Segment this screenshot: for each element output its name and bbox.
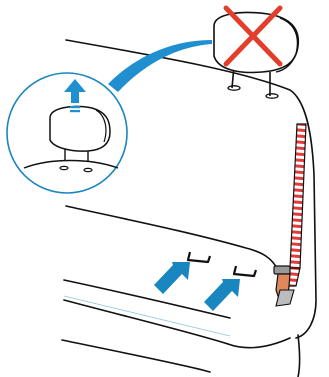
seat-base-bottom (61, 339, 211, 373)
latch-anchors (186, 251, 258, 278)
latch-anchor-right (232, 265, 258, 278)
seat-cushion-front-right (227, 337, 291, 349)
seat-back-right-side (297, 334, 301, 377)
belt-strap-body (289, 123, 307, 269)
latch-push-arrow-left (154, 262, 190, 294)
callout-socket-right (83, 167, 93, 173)
headrest-lift-up-arrow-icon (64, 79, 86, 113)
callout-socket-left (59, 165, 69, 171)
prohibited-cross-icon (223, 5, 283, 67)
latch-push-arrow-right (204, 279, 240, 311)
headrest-side-curve (275, 17, 299, 73)
callout-headrest-body (49, 105, 111, 152)
headrest-socket-right (265, 93, 279, 99)
seat-back-front-face-left (65, 205, 279, 271)
callout-headrest-side (95, 109, 107, 143)
seat-cushion-lower-edge (63, 299, 229, 345)
seat-cushion-seam (63, 279, 231, 319)
belt-buckle (273, 265, 295, 307)
seat-belt-strap (283, 123, 307, 287)
seat-crease-line (63, 295, 231, 337)
latch-push-arrow-icon (154, 262, 240, 311)
headrest-removed-prohibited-icon (213, 5, 300, 99)
headrest-lift-callout (6, 40, 212, 194)
callout-seat-top (23, 159, 119, 169)
buckle-base (275, 289, 295, 307)
headrest-socket-left (227, 85, 241, 91)
buckle-latch (273, 265, 291, 275)
callout-pointer (108, 40, 212, 92)
latch-anchor-left (186, 251, 212, 264)
